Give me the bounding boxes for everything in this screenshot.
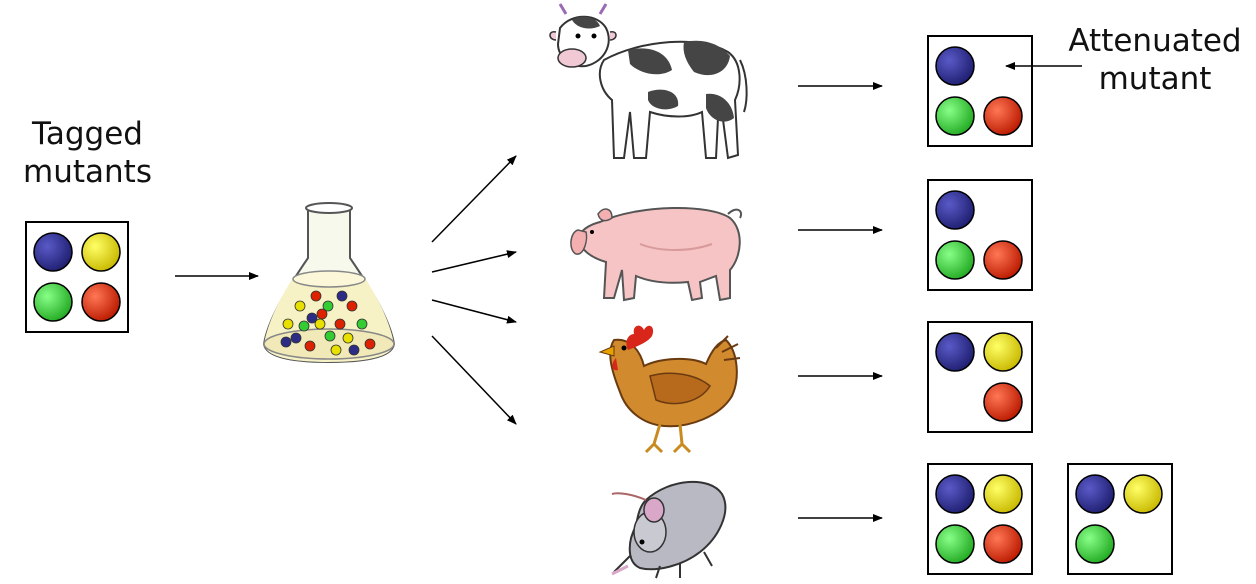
red-mutant-colony bbox=[984, 383, 1022, 421]
yellow-mutant-colony bbox=[82, 233, 120, 271]
yellow-bacterium-dot bbox=[315, 319, 325, 329]
red-bacterium-dot bbox=[317, 309, 327, 319]
plate-mouse-full bbox=[928, 464, 1032, 574]
cow-icon bbox=[550, 4, 747, 158]
red-bacterium-dot bbox=[305, 341, 315, 351]
blue-bacterium-dot bbox=[337, 291, 347, 301]
blue-bacterium-dot bbox=[349, 345, 359, 355]
yellow-bacterium-dot bbox=[331, 345, 341, 355]
green-bacterium-dot bbox=[299, 321, 309, 331]
flask-to-mouse-arrow bbox=[432, 336, 516, 424]
yellow-mutant-colony bbox=[984, 333, 1022, 371]
blue-mutant-colony bbox=[936, 475, 974, 513]
red-bacterium-dot bbox=[365, 339, 375, 349]
yellow-mutant-colony bbox=[1124, 475, 1162, 513]
blue-mutant-colony bbox=[936, 191, 974, 229]
red-bacterium-dot bbox=[347, 301, 357, 311]
pig-icon bbox=[571, 208, 741, 300]
yellow-bacterium-dot bbox=[283, 319, 293, 329]
plate-cow bbox=[928, 36, 1032, 146]
flask-icon bbox=[264, 203, 394, 362]
mouse-icon bbox=[612, 482, 725, 578]
blue-bacterium-dot bbox=[291, 333, 301, 343]
red-bacterium-dot bbox=[335, 319, 345, 329]
blue-bacterium-dot bbox=[281, 337, 291, 347]
plates bbox=[26, 36, 1172, 574]
blue-mutant-colony bbox=[1076, 475, 1114, 513]
plate-pig bbox=[928, 180, 1032, 290]
green-mutant-colony bbox=[936, 241, 974, 279]
red-mutant-colony bbox=[82, 283, 120, 321]
plate-mouse-partial bbox=[1068, 464, 1172, 574]
green-bacterium-dot bbox=[325, 331, 335, 341]
red-mutant-colony bbox=[984, 97, 1022, 135]
blue-mutant-colony bbox=[936, 333, 974, 371]
green-bacterium-dot bbox=[357, 319, 367, 329]
blue-mutant-colony bbox=[936, 47, 974, 85]
yellow-bacterium-dot bbox=[295, 301, 305, 311]
red-mutant-colony bbox=[984, 241, 1022, 279]
flask-to-cow-arrow bbox=[432, 156, 516, 242]
plate-chicken bbox=[928, 322, 1032, 432]
flask-to-chicken-arrow bbox=[432, 300, 516, 322]
yellow-mutant-colony bbox=[984, 475, 1022, 513]
plate-input bbox=[26, 222, 128, 332]
red-mutant-colony bbox=[984, 525, 1022, 563]
red-bacterium-dot bbox=[311, 291, 321, 301]
blue-mutant-colony bbox=[34, 233, 72, 271]
green-mutant-colony bbox=[34, 283, 72, 321]
green-mutant-colony bbox=[1076, 525, 1114, 563]
green-mutant-colony bbox=[936, 97, 974, 135]
chicken-icon bbox=[600, 326, 740, 452]
yellow-bacterium-dot bbox=[343, 333, 353, 343]
flask-to-pig-arrow bbox=[432, 252, 516, 272]
green-mutant-colony bbox=[936, 525, 974, 563]
